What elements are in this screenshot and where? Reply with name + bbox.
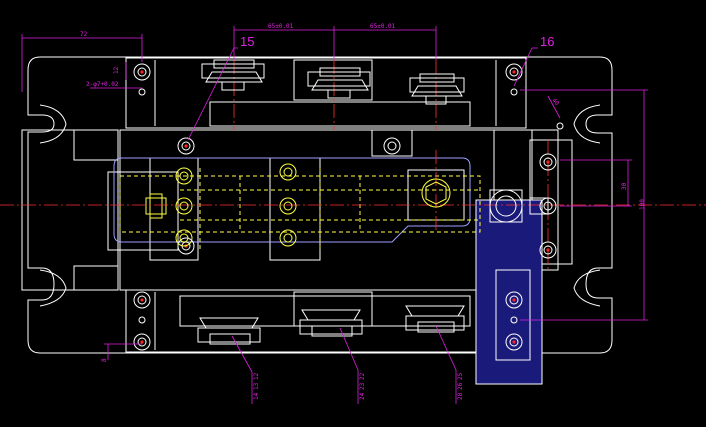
part-number: 14 xyxy=(253,392,260,400)
dim-right-long: 100 xyxy=(639,199,646,210)
callout-15: 15 xyxy=(240,34,254,49)
part-number: 25 xyxy=(457,372,464,380)
workpiece-outline xyxy=(113,157,471,243)
clamp-knob xyxy=(489,189,549,223)
part-stack-3: 25 26 28 xyxy=(457,372,464,400)
part-stack-1: 12 13 14 xyxy=(253,372,260,400)
dim-top-right: 65±0.01 xyxy=(370,23,396,30)
fixture-screws xyxy=(175,163,451,247)
part-stack-2: 22 23 24 xyxy=(359,372,366,400)
hidden-pin xyxy=(145,193,167,219)
dim-bottom-left: 8 xyxy=(101,358,108,362)
clamp-jaw xyxy=(475,199,543,385)
dim-left-small-b: 2-φ7+0.02 xyxy=(86,81,119,88)
hidden-lines xyxy=(119,168,481,250)
dim-left-small-a: 12 xyxy=(113,66,120,74)
callout-leaders xyxy=(187,47,538,404)
bolt-centers xyxy=(140,70,550,344)
dim-right-mid: 30 xyxy=(621,182,628,190)
dim-right-small: 40 xyxy=(550,97,560,107)
top-clamps xyxy=(201,59,465,105)
part-number: 28 xyxy=(457,392,464,400)
bolt-holes xyxy=(133,63,564,351)
part-number: 12 xyxy=(253,372,260,380)
dim-top-left: 72 xyxy=(80,31,88,38)
part-number: 22 xyxy=(359,372,366,380)
part-number: 26 xyxy=(457,382,464,390)
part-number: 23 xyxy=(359,382,366,390)
clamp-jaw-slot xyxy=(495,269,531,361)
dimension-lines xyxy=(21,26,648,360)
bottom-clamps xyxy=(197,305,465,345)
centerlines xyxy=(0,60,706,270)
callout-16: 16 xyxy=(540,34,554,49)
dim-top-mid: 65±0.01 xyxy=(268,23,294,30)
part-number: 13 xyxy=(253,382,260,390)
part-number: 24 xyxy=(359,392,366,400)
